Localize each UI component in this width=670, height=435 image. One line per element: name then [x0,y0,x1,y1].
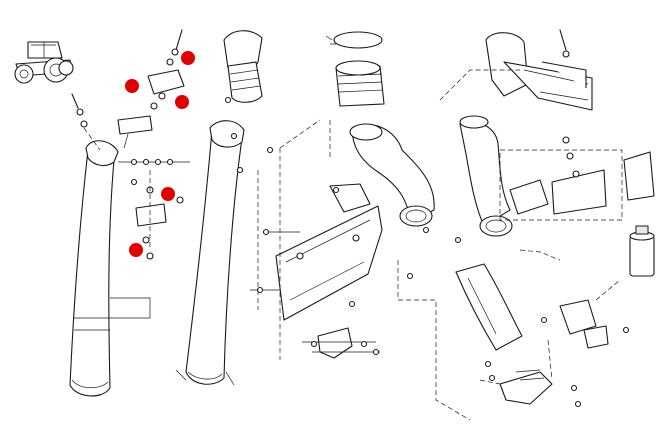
lower-shield [499,369,553,405]
lower-bracket [302,327,380,359]
flex-bellows [335,60,385,107]
fasteners [130,96,630,408]
spray-can-icon [629,225,655,277]
hose-clamp [325,31,383,49]
left-exhaust-pipe [69,140,151,397]
red-marker-dot [181,51,195,65]
exhaust-tip [223,30,263,103]
red-marker-dot [129,243,143,257]
air-cleaner-box [499,136,655,221]
lower-duct [455,263,609,351]
red-marker-dot [125,79,139,93]
precleaner-housing [485,29,593,111]
highlight-markers [125,51,195,257]
red-marker-dot [161,187,175,201]
mounting-panel [250,183,383,321]
intake-duct-bend [349,123,435,227]
clamp-bracket-mid [118,158,190,260]
red-marker-dot [175,95,189,109]
assembly-lines [257,69,621,421]
bolt-stack-left [71,93,101,151]
center-exhaust-pipe [175,120,245,386]
bolt-stack-upper [117,29,185,149]
tractor-icon [14,41,74,84]
intake-duct-right [459,115,549,237]
